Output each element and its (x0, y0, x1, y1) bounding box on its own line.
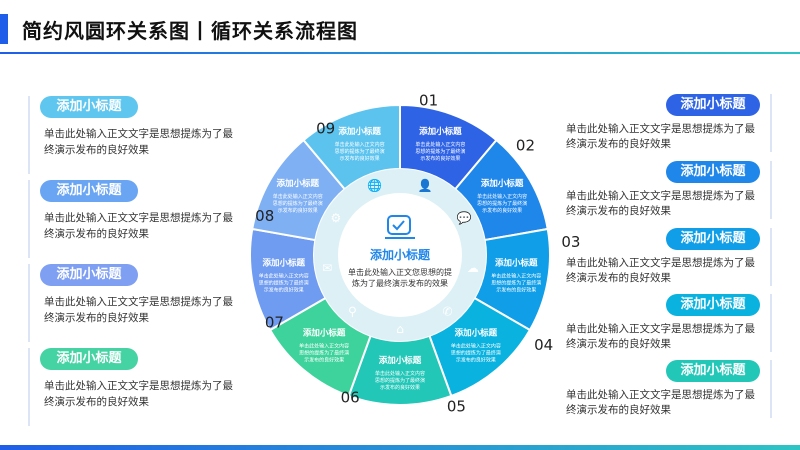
left-item-4-desc: 单击此处输入正文文字是思想提炼为了最终演示发布的良好效果 (44, 380, 233, 408)
center-circle (338, 193, 462, 317)
mail-icon: ✉ (322, 261, 332, 275)
center-desc-line-2: 炼为了最终演示发布的效果 (352, 278, 448, 288)
location-icon: ⚲ (348, 305, 357, 319)
center-title: 添加小标题 (370, 247, 431, 262)
right-item-1-desc: 单击此处输入正文文字是思想提炼为了最终演示发布的良好效果 (566, 123, 755, 150)
segment-06-title: 添加小标题 (303, 327, 346, 338)
segment-09-desc-line: 示发布的良好效果 (340, 155, 380, 162)
left-item-2: 添加小标题 单击此处输入正文文字是思想提炼为了最终演示发布的良好效果 (28, 180, 233, 258)
segment-08-desc-line: 单击此处输入正文内容 (273, 193, 323, 200)
right-item-4: 添加小标题 单击此处输入正文文字是思想提炼为了最终演示发布的良好效果 (566, 294, 772, 352)
home-icon: ⌂ (396, 322, 404, 336)
segment-07-desc-line: 单击此处输入正文内容 (259, 272, 309, 279)
left-item-3: 添加小标题 单击此处输入正文文字是思想提炼为了最终演示发布的良好效果 (28, 264, 233, 342)
segment-03-desc-line: 示发布的良好效果 (496, 286, 536, 293)
cloud-icon: ☁ (467, 261, 479, 275)
left-item-3-desc: 单击此处输入正文文字是思想提炼为了最终演示发布的良好效果 (44, 296, 233, 324)
segment-02-desc-line: 思想的提炼为了最终演 (477, 200, 527, 207)
segment-05-desc-line: 思想的提炼为了最终演 (375, 377, 425, 384)
segment-09-desc-line: 单击此处输入正文内容 (335, 141, 385, 148)
left-item-2-desc: 单击此处输入正文文字是思想提炼为了最终演示发布的良好效果 (44, 212, 233, 240)
segment-07-desc-line: 思想的提炼为了最终演 (259, 279, 309, 286)
left-item-3-label: 添加小标题 (40, 264, 138, 286)
segment-06-desc-line: 示发布的良好效果 (304, 356, 344, 363)
left-item-4: 添加小标题 单击此处输入正文文字是思想提炼为了最终演示发布的良好效果 (28, 348, 233, 426)
left-item-4-label: 添加小标题 (40, 348, 138, 370)
right-item-4-label: 添加小标题 (666, 294, 760, 316)
right-item-2: 添加小标题 单击此处输入正文文字是思想提炼为了最终演示发布的良好效果 (566, 161, 772, 219)
left-item-2-label: 添加小标题 (40, 180, 138, 202)
right-item-5-desc: 单击此处输入正文文字是思想提炼为了最终演示发布的良好效果 (566, 389, 755, 416)
right-item-2-desc: 单击此处输入正文文字是思想提炼为了最终演示发布的良好效果 (566, 190, 755, 217)
gear-icon: ⚙ (331, 211, 342, 225)
right-item-3-label: 添加小标题 (666, 228, 760, 250)
person-icon: 👤 (418, 178, 433, 192)
left-item-1-desc: 单击此处输入正文文字是思想提炼为了最终演示发布的良好效果 (44, 128, 233, 156)
segment-04-desc-line: 示发布的良好效果 (456, 356, 496, 363)
right-item-5: 添加小标题 单击此处输入正文文字是思想提炼为了最终演示发布的良好效果 (566, 360, 772, 418)
segment-08-title: 添加小标题 (277, 178, 320, 189)
segment-09-desc-line: 思想的提炼为了最终演 (335, 148, 385, 155)
footer-accent-bar (0, 445, 800, 450)
segment-number-09: 09 (316, 120, 335, 138)
cycle-ring-diagram: 👤 💬 ☁ ✆ ⌂ ⚲ ✉ ⚙ 🌐 添加小标题 单击此处输入正文您思想的提 炼为了最终演示发布的… (249, 92, 580, 416)
segment-06-desc-line: 单击此处输入正文内容 (299, 342, 349, 349)
right-item-3-desc: 单击此处输入正文文字是思想提炼为了最终演示发布的良好效果 (566, 257, 755, 284)
segment-number-05: 05 (447, 398, 466, 416)
segment-08-desc-line: 示发布的良好效果 (278, 207, 318, 214)
header-divider (0, 52, 800, 54)
segment-09-title: 添加小标题 (338, 126, 381, 137)
segment-03-desc-line: 单击此处输入正文内容 (491, 272, 541, 279)
center-desc-line-1: 单击此处输入正文您思想的提 (348, 267, 452, 277)
segment-05-title: 添加小标题 (379, 355, 422, 366)
segment-01-desc-line: 单击此处输入正文内容 (415, 141, 465, 148)
right-item-4-desc: 单击此处输入正文文字是思想提炼为了最终演示发布的良好效果 (566, 323, 755, 350)
segment-06-desc-line: 思想的提炼为了最终演 (299, 349, 349, 356)
right-item-1-label: 添加小标题 (666, 94, 760, 116)
segment-number-06: 06 (341, 389, 360, 407)
right-item-5-label: 添加小标题 (666, 360, 760, 382)
segment-01-desc-line: 示发布的良好效果 (420, 155, 460, 162)
segment-08-desc-line: 思想的提炼为了最终演 (273, 200, 323, 207)
segment-number-04: 04 (534, 336, 553, 354)
segment-number-03: 03 (561, 233, 580, 251)
segment-04-desc-line: 思想的提炼为了最终演 (451, 349, 501, 356)
segment-07-desc-line: 示发布的良好效果 (264, 286, 304, 293)
segment-02-desc-line: 单击此处输入正文内容 (477, 193, 527, 200)
right-item-2-label: 添加小标题 (666, 161, 760, 183)
segment-number-07: 07 (265, 313, 284, 331)
segment-05-desc-line: 单击此处输入正文内容 (375, 370, 425, 377)
segment-01-desc-line: 思想的提炼为了最终演 (415, 148, 465, 155)
page-title: 简约风圆环关系图丨循环关系流程图 (22, 19, 358, 43)
segment-number-08: 08 (255, 207, 274, 225)
left-item-1: 添加小标题 单击此处输入正文文字是思想提炼为了最终演示发布的良好效果 (28, 96, 233, 174)
title-accent-bar (0, 14, 8, 44)
center-doc-icon (385, 215, 415, 239)
segment-05-desc-line: 示发布的良好效果 (380, 384, 420, 391)
phone-icon: ✆ (443, 305, 453, 319)
segment-04-desc-line: 单击此处输入正文内容 (451, 342, 501, 349)
segment-07-title: 添加小标题 (263, 257, 306, 268)
segment-01-title: 添加小标题 (419, 126, 462, 137)
left-item-1-label: 添加小标题 (40, 96, 138, 118)
segment-02-title: 添加小标题 (481, 178, 524, 189)
globe-icon: 🌐 (367, 178, 382, 192)
right-item-3: 添加小标题 单击此处输入正文文字是思想提炼为了最终演示发布的良好效果 (566, 228, 772, 286)
segment-04-title: 添加小标题 (455, 327, 498, 338)
right-item-1: 添加小标题 单击此处输入正文文字是思想提炼为了最终演示发布的良好效果 (566, 94, 772, 152)
segment-03-title: 添加小标题 (495, 257, 538, 268)
segment-number-01: 01 (419, 92, 438, 110)
segment-03-desc-line: 思想的提炼为了最终演 (491, 279, 541, 286)
segment-number-02: 02 (516, 136, 535, 154)
chat-icon: 💬 (457, 211, 472, 225)
segment-02-desc-line: 示发布的良好效果 (482, 207, 522, 214)
